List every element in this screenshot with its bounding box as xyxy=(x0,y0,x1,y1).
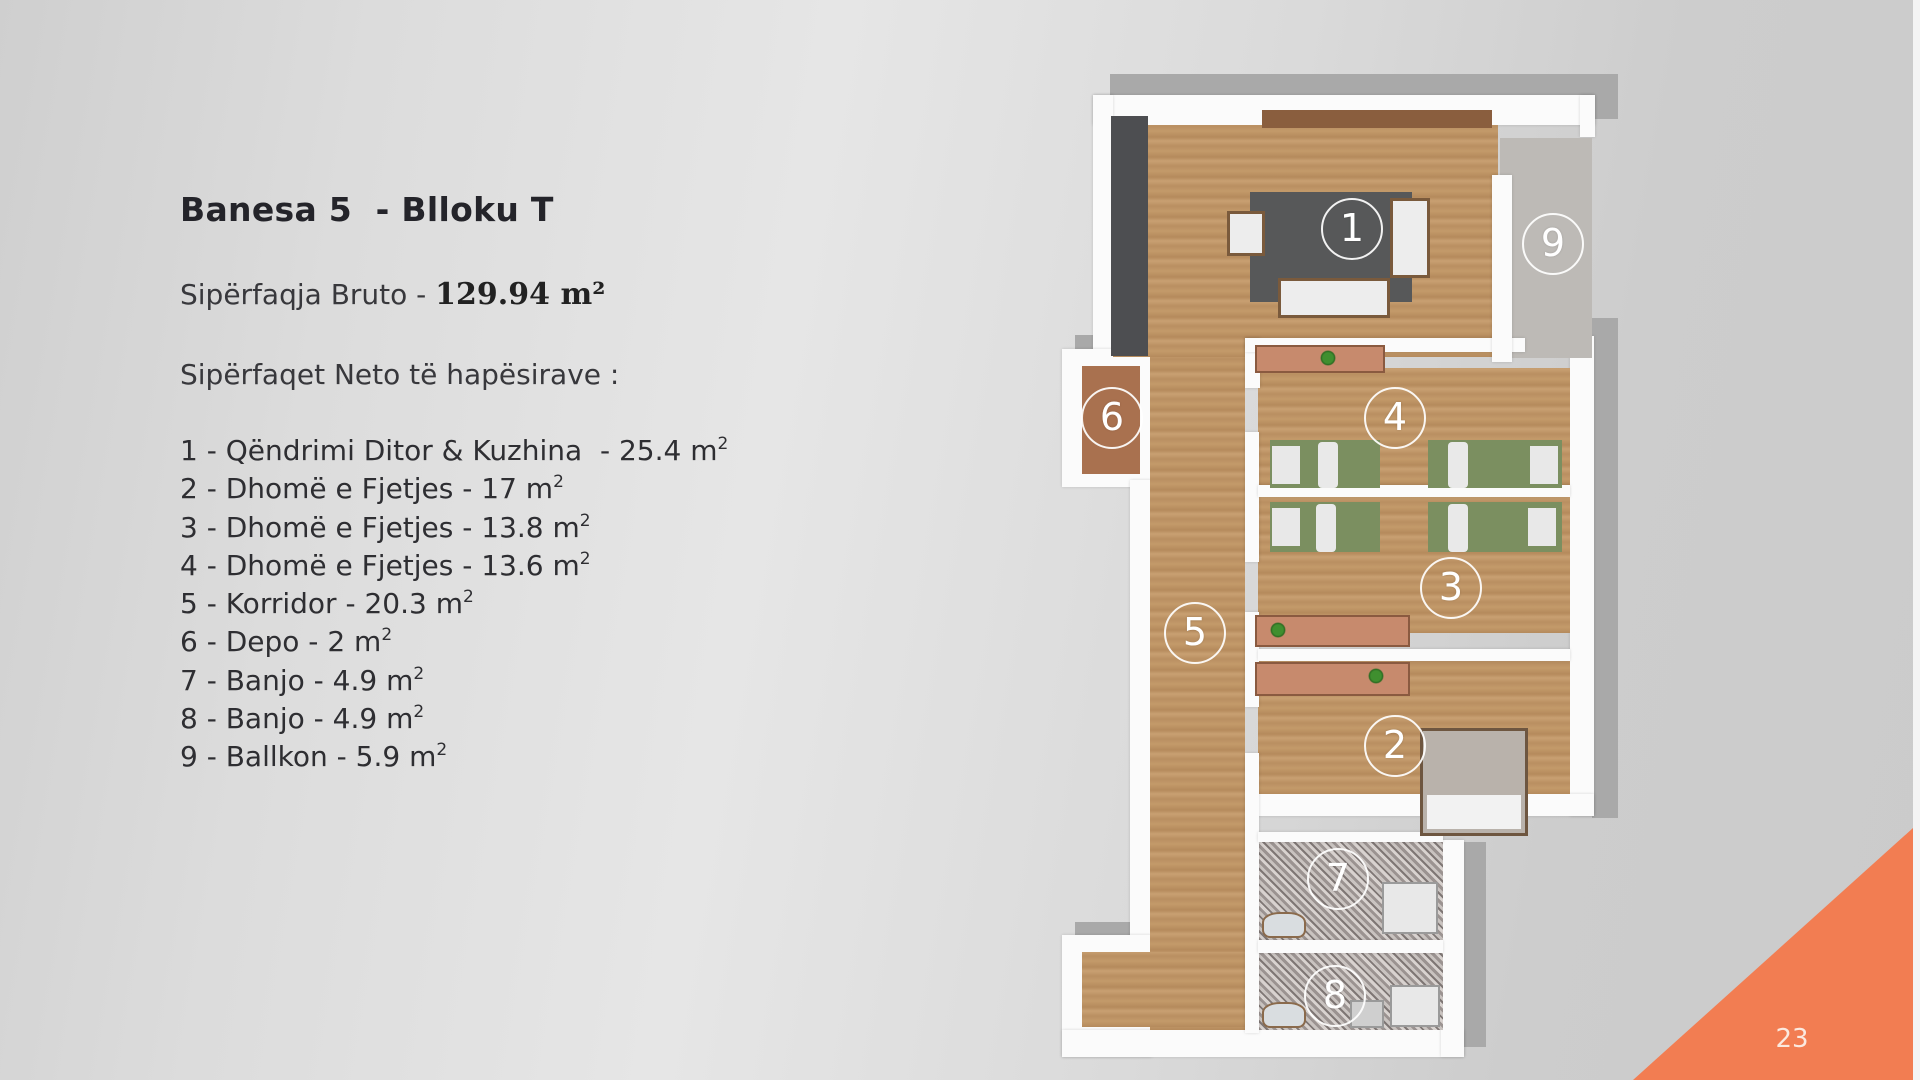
pillow xyxy=(1528,508,1556,546)
room-marker-7: 7 xyxy=(1307,848,1369,910)
wall-balcony-corner xyxy=(1580,95,1595,137)
wall-shadow xyxy=(1462,842,1486,1047)
wardrobe xyxy=(1255,615,1410,647)
pillow xyxy=(1530,446,1558,484)
room-list-item: 3 - Dhomë e Fjetjes - 13.8 m2 xyxy=(180,510,591,544)
bedroom-divider-wall xyxy=(1258,649,1570,661)
wall-shadow xyxy=(1110,74,1618,98)
room-list-item: 8 - Banjo - 4.9 m2 xyxy=(180,702,425,736)
plant-icon xyxy=(1270,622,1286,638)
room-list-item: 1 - Qëndrimi Ditor & Kuzhina - 25.4 m2 xyxy=(180,434,729,467)
room-marker-8: 8 xyxy=(1304,965,1366,1027)
room-list-item: 9 - Ballkon - 5.9 m2 xyxy=(180,740,448,774)
room-list-item: 2 - Dhomë e Fjetjes - 17 m2 xyxy=(180,472,564,506)
bathtub xyxy=(1382,882,1438,934)
wall-bottom xyxy=(1062,1030,1464,1057)
room-list-item: 6 - Depo - 2 m2 xyxy=(180,625,393,659)
net-areas-heading: Sipërfaqet Neto të hapësirave : xyxy=(180,358,620,391)
armchair xyxy=(1227,211,1265,256)
plant-icon xyxy=(1368,668,1384,684)
room-marker-1: 1 xyxy=(1321,198,1383,260)
pillow xyxy=(1272,508,1300,546)
corridor-floor xyxy=(1150,357,1245,1030)
bed-sheet xyxy=(1448,442,1468,488)
wall-shadow xyxy=(1075,922,1130,938)
bathroom-divider-wall xyxy=(1258,940,1443,953)
room-marker-4: 4 xyxy=(1364,387,1426,449)
wall-corridor-left xyxy=(1130,480,1152,940)
balcony-divider-wall xyxy=(1492,175,1512,362)
wall-right xyxy=(1570,336,1594,816)
tv-unit xyxy=(1262,110,1492,128)
page-number: 23 xyxy=(1775,1024,1809,1054)
wall-bath-right xyxy=(1441,840,1464,1057)
bed-sheet xyxy=(1318,442,1338,488)
wall-left-top xyxy=(1093,95,1113,357)
pillows xyxy=(1427,795,1521,829)
sink xyxy=(1262,912,1306,938)
room-marker-6: 6 xyxy=(1081,387,1143,449)
room-list-item: 7 - Banjo - 4.9 m2 xyxy=(180,663,425,697)
gross-area-value: 129.94 m² xyxy=(435,277,606,312)
wardrobe xyxy=(1255,662,1410,696)
apartment-title: Banesa 5 - Blloku T xyxy=(180,190,554,229)
room-list-item: 4 - Dhomë e Fjetjes - 13.6 m2 xyxy=(180,548,591,582)
interior-wall xyxy=(1245,753,1259,1033)
sink xyxy=(1262,1002,1306,1028)
entry-floor xyxy=(1082,952,1247,1027)
plant-icon xyxy=(1320,350,1336,366)
wall-shadow xyxy=(1592,318,1618,818)
double-bed xyxy=(1420,728,1528,836)
right-edge-strip xyxy=(1913,0,1920,1080)
gross-area: Sipërfaqja Bruto - 129.94 m² xyxy=(180,277,605,312)
room-marker-2: 2 xyxy=(1364,715,1426,777)
gross-area-label: Sipërfaqja Bruto - xyxy=(180,278,436,311)
interior-wall xyxy=(1258,832,1443,842)
wall-shadow xyxy=(1594,74,1618,119)
pillow xyxy=(1272,446,1300,484)
loveseat xyxy=(1390,198,1430,278)
room-area-list: 1 - Qëndrimi Ditor & Kuzhina - 25.4 m2 2… xyxy=(180,432,728,777)
bathtub xyxy=(1390,985,1440,1027)
kitchen-counter xyxy=(1111,116,1148,356)
room-marker-9: 9 xyxy=(1522,213,1584,275)
room-marker-5: 5 xyxy=(1164,602,1226,664)
bedroom-divider-wall xyxy=(1258,485,1570,497)
interior-wall xyxy=(1245,432,1259,562)
room-list-item: 5 - Korridor - 20.3 m2 xyxy=(180,587,474,621)
bed-sheet xyxy=(1316,504,1336,552)
room-marker-3: 3 xyxy=(1420,557,1482,619)
bed-sheet xyxy=(1448,504,1468,552)
sofa xyxy=(1278,278,1390,318)
